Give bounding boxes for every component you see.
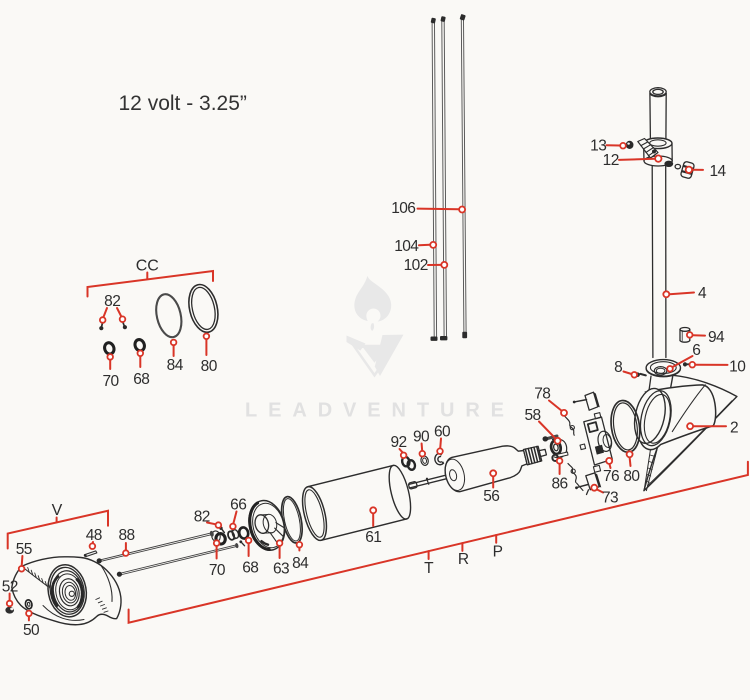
svg-text:94: 94 <box>708 329 725 346</box>
svg-text:70: 70 <box>209 562 226 579</box>
svg-text:12: 12 <box>603 152 619 169</box>
svg-text:56: 56 <box>483 488 499 505</box>
svg-text:55: 55 <box>16 541 32 558</box>
svg-text:50: 50 <box>23 622 40 639</box>
svg-text:82: 82 <box>194 508 210 525</box>
svg-text:88: 88 <box>118 527 134 544</box>
svg-text:T: T <box>424 560 434 577</box>
svg-text:76: 76 <box>603 468 619 485</box>
svg-text:68: 68 <box>133 371 149 388</box>
svg-text:63: 63 <box>273 561 289 578</box>
svg-text:84: 84 <box>292 555 309 572</box>
svg-text:84: 84 <box>167 357 184 374</box>
svg-text:2: 2 <box>730 420 738 437</box>
svg-text:90: 90 <box>413 429 430 446</box>
svg-text:CC: CC <box>136 258 159 275</box>
svg-text:80: 80 <box>201 358 218 375</box>
svg-text:14: 14 <box>709 163 726 180</box>
svg-text:13: 13 <box>590 137 606 154</box>
svg-text:58: 58 <box>524 407 540 424</box>
svg-text:68: 68 <box>242 559 258 576</box>
svg-text:82: 82 <box>104 293 120 310</box>
svg-text:61: 61 <box>365 529 381 546</box>
svg-text:80: 80 <box>623 468 640 485</box>
svg-text:70: 70 <box>102 373 119 390</box>
svg-text:V: V <box>52 502 63 519</box>
svg-text:R: R <box>458 551 469 568</box>
svg-text:4: 4 <box>698 285 707 302</box>
svg-text:102: 102 <box>404 257 428 274</box>
svg-text:92: 92 <box>390 434 406 451</box>
svg-text:104: 104 <box>394 238 419 255</box>
svg-text:48: 48 <box>86 527 102 544</box>
svg-text:106: 106 <box>391 200 415 217</box>
svg-text:P: P <box>493 543 503 560</box>
svg-text:8: 8 <box>614 359 622 376</box>
svg-text:52: 52 <box>2 579 18 596</box>
svg-text:LEADVENTURE: LEADVENTURE <box>245 400 515 422</box>
svg-text:78: 78 <box>534 386 550 403</box>
svg-text:12 volt - 3.25”: 12 volt - 3.25” <box>119 92 247 115</box>
svg-text:60: 60 <box>434 424 451 441</box>
svg-text:10: 10 <box>729 358 746 375</box>
svg-text:73: 73 <box>602 490 618 507</box>
svg-text:66: 66 <box>230 497 246 514</box>
svg-text:6: 6 <box>692 342 700 359</box>
svg-text:86: 86 <box>551 476 567 493</box>
